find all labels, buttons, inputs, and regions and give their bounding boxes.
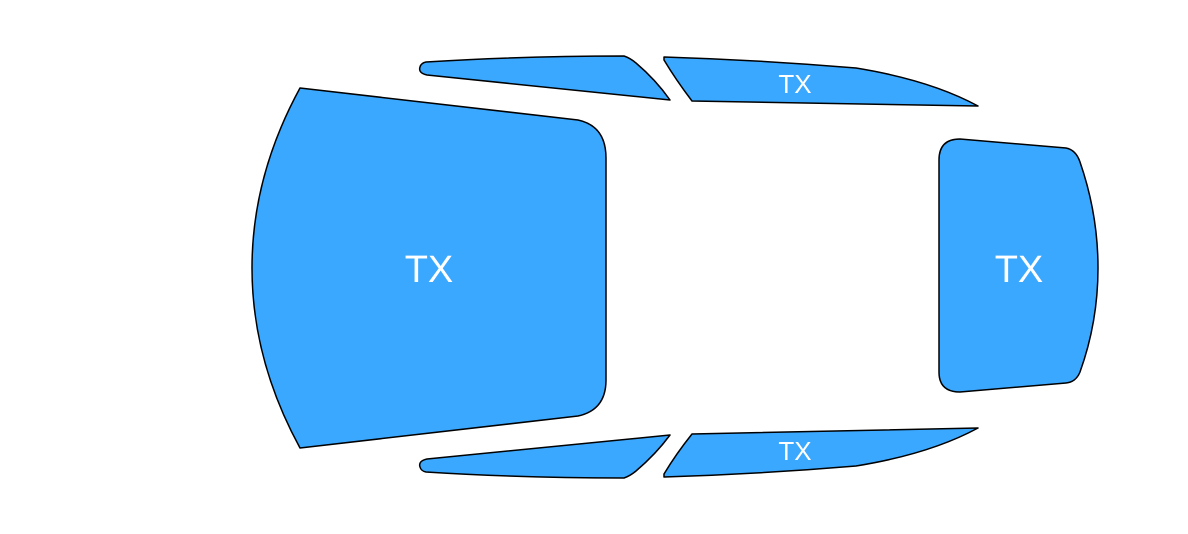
top-rear-side-window[interactable]: TX xyxy=(663,56,979,107)
top-rear-side-glass[interactable] xyxy=(663,56,979,107)
windshield-glass[interactable] xyxy=(251,87,607,449)
windshield[interactable]: TX xyxy=(251,87,607,449)
rear-window[interactable]: TX xyxy=(938,138,1099,393)
bottom-rear-side-window[interactable]: TX xyxy=(663,427,979,478)
bottom-rear-side-glass[interactable] xyxy=(663,427,979,478)
rear-window-glass[interactable] xyxy=(938,138,1099,393)
bottom-front-side-glass[interactable] xyxy=(418,434,671,479)
top-front-side-glass[interactable] xyxy=(418,55,671,101)
bottom-front-side-window[interactable] xyxy=(418,434,671,479)
top-front-side-window[interactable] xyxy=(418,55,671,101)
